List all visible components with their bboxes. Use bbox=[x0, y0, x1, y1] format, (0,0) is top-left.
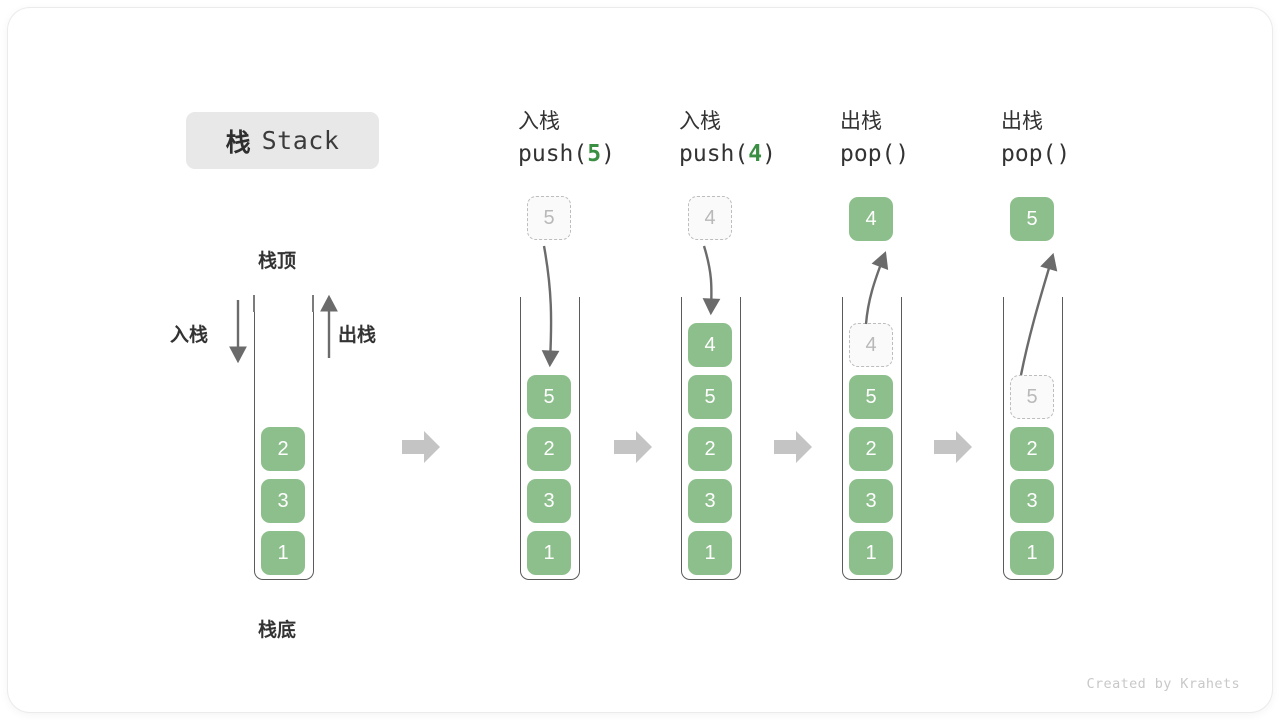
stack-bottom-label: 栈底 bbox=[258, 620, 297, 641]
stack-cell: 2 bbox=[688, 427, 732, 471]
step-op-code: push(5) bbox=[518, 141, 615, 167]
step-op-code: push(4) bbox=[679, 141, 776, 167]
stack-container bbox=[681, 297, 741, 580]
step-transition-arrow bbox=[772, 427, 814, 467]
stack-cell: 1 bbox=[688, 531, 732, 575]
stack-cell: 1 bbox=[1010, 531, 1054, 575]
stack-cell: 4 bbox=[688, 323, 732, 367]
step-transition-arrow bbox=[932, 427, 974, 467]
step-op-label: 出栈 bbox=[1001, 110, 1043, 133]
stack-cell: 1 bbox=[527, 531, 571, 575]
push-label: 入栈 bbox=[170, 325, 209, 346]
stack-cell: 3 bbox=[688, 479, 732, 523]
stack-cell: 2 bbox=[261, 427, 305, 471]
step-op-code: pop() bbox=[1001, 141, 1071, 167]
step-transition-arrow bbox=[400, 427, 442, 467]
title-en: Stack bbox=[261, 126, 340, 155]
step-op-arg: 4 bbox=[748, 141, 763, 167]
step-header: 出栈 pop() bbox=[1001, 107, 1171, 171]
step-header: 入栈 push(4) bbox=[679, 107, 849, 171]
step-op-label: 入栈 bbox=[518, 110, 560, 133]
step-header: 出栈 pop() bbox=[840, 107, 1010, 171]
stack-cell: 5 bbox=[1010, 375, 1054, 419]
stack-cell: 5 bbox=[527, 196, 571, 240]
footer-credit: Created by Krahets bbox=[1086, 676, 1240, 692]
stack-cell: 2 bbox=[1010, 427, 1054, 471]
stack-cell: 1 bbox=[261, 531, 305, 575]
stack-cell: 5 bbox=[1010, 197, 1054, 241]
stack-cell: 2 bbox=[527, 427, 571, 471]
stack-cell: 3 bbox=[527, 479, 571, 523]
step-op-label: 入栈 bbox=[679, 110, 721, 133]
step-transition-arrow bbox=[612, 427, 654, 467]
stack-cell: 3 bbox=[849, 479, 893, 523]
stack-container bbox=[1003, 297, 1063, 580]
stack-cell: 3 bbox=[1010, 479, 1054, 523]
stack-top-label: 栈顶 bbox=[258, 251, 297, 272]
pop-label: 出栈 bbox=[338, 325, 377, 346]
step-header: 入栈 push(5) bbox=[518, 107, 688, 171]
stack-cell: 5 bbox=[849, 375, 893, 419]
step-op-arg: 5 bbox=[587, 141, 602, 167]
stack-cell: 1 bbox=[849, 531, 893, 575]
stack-cell: 3 bbox=[261, 479, 305, 523]
title-cn: 栈 bbox=[225, 128, 252, 157]
stack-cell: 4 bbox=[688, 196, 732, 240]
stack-cell: 4 bbox=[849, 323, 893, 367]
step-op-label: 出栈 bbox=[840, 110, 882, 133]
stack-cell: 5 bbox=[688, 375, 732, 419]
stack-cell: 2 bbox=[849, 427, 893, 471]
stack-container bbox=[254, 312, 314, 580]
stack-container bbox=[842, 297, 902, 580]
step-op-code: pop() bbox=[840, 141, 910, 167]
stack-cell: 4 bbox=[849, 197, 893, 241]
stack-container bbox=[520, 297, 580, 580]
stack-cell: 5 bbox=[527, 375, 571, 419]
title-chip: 栈 Stack bbox=[186, 112, 379, 169]
